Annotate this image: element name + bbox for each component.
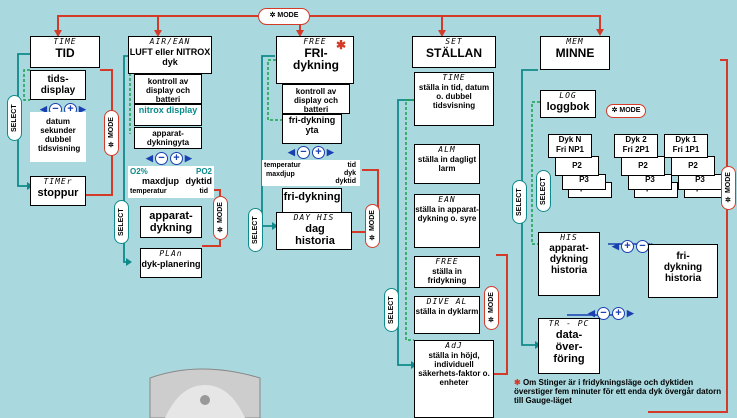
minus-icon[interactable]: − bbox=[297, 146, 310, 159]
kontroll-box-2: kontroll av display och batteri bbox=[282, 84, 350, 114]
mode-button-log[interactable]: ✲ MODE bbox=[606, 104, 646, 118]
o2-label: O2% bbox=[130, 168, 148, 176]
p2-sheet: P2 bbox=[555, 156, 599, 176]
tidsdisplay-box: tids-display bbox=[30, 70, 86, 100]
mode-button-free[interactable]: ✲ MODE bbox=[365, 204, 380, 248]
dyk-label: dyk bbox=[344, 170, 356, 178]
po2-label: PO2 bbox=[196, 168, 212, 176]
select-button-set[interactable]: SELECT bbox=[384, 288, 399, 332]
mode-button-air[interactable]: ✲ MODE bbox=[213, 196, 228, 240]
plus-icon[interactable]: + bbox=[612, 307, 625, 320]
maxdjup-label: maxdjup bbox=[142, 177, 179, 185]
p3-sheet: P3 bbox=[628, 174, 672, 190]
select-button-log[interactable]: SELECT bbox=[536, 170, 551, 212]
kontroll-box-1: kontroll av display och batteri bbox=[134, 74, 202, 104]
apparat-box: apparat-dykning bbox=[140, 206, 202, 238]
pm-buttons-air[interactable]: ◀−+▶ bbox=[146, 152, 192, 165]
dyktid-label: dyktid bbox=[335, 178, 356, 186]
temperatur-label: temperatur bbox=[130, 188, 167, 196]
maxdjup-label: maxdjup bbox=[266, 171, 295, 179]
p2-sheet: P2 bbox=[621, 156, 665, 176]
p3-sheet: P3 bbox=[678, 174, 722, 190]
mode-button-set[interactable]: ✲ MODE bbox=[484, 286, 499, 330]
minus-icon[interactable]: − bbox=[155, 152, 168, 165]
plus-icon[interactable]: + bbox=[621, 240, 634, 253]
minus-icon[interactable]: − bbox=[636, 240, 649, 253]
plus-icon[interactable]: + bbox=[312, 146, 325, 159]
air-labels: O2% PO2 maxdjup dyktid temperatur tid bbox=[128, 166, 214, 198]
plus-icon[interactable]: + bbox=[170, 152, 183, 165]
select-button-tid[interactable]: SELECT bbox=[7, 95, 22, 141]
mode-button-tid[interactable]: ✲ MODE bbox=[104, 110, 119, 156]
mode-button-top[interactable]: ✲ MODE bbox=[258, 8, 310, 25]
asterisk-icon: ✱ bbox=[336, 38, 346, 52]
select-button-free[interactable]: SELECT bbox=[248, 208, 263, 252]
select-button-mem[interactable]: SELECT bbox=[512, 180, 527, 224]
temperatur-label: temperatur bbox=[264, 162, 301, 170]
p3-sheet: P3 bbox=[562, 174, 606, 190]
fridykningyta-box: fri-dykning yta bbox=[282, 114, 342, 144]
tid-label: tid bbox=[347, 162, 356, 170]
watch-image bbox=[150, 369, 260, 418]
select-button-air[interactable]: SELECT bbox=[114, 200, 129, 244]
mode-button-mem[interactable]: ✲ MODE bbox=[721, 166, 736, 210]
asterisk-icon: ✱ bbox=[514, 378, 523, 387]
free-labels: temperatur maxdjup tid dyk dyktid bbox=[262, 160, 360, 186]
datum-box: datum sekunder dubbel tidsvisning bbox=[30, 112, 86, 162]
pm-buttons-free[interactable]: ◀−+▶ bbox=[288, 146, 334, 159]
p2-sheet: P2 bbox=[671, 156, 715, 176]
nitrox-box: nitrox display bbox=[134, 104, 202, 126]
dyktid-label: dyktid bbox=[185, 177, 212, 185]
tid-label: tid bbox=[199, 188, 208, 196]
frihist-box: fri-dykning historia bbox=[648, 244, 718, 298]
footnote: ✱ Om Stinger är i fridykningsläge och dy… bbox=[514, 378, 724, 405]
apparat-yta-box: apparat-dykningyta bbox=[134, 127, 202, 149]
